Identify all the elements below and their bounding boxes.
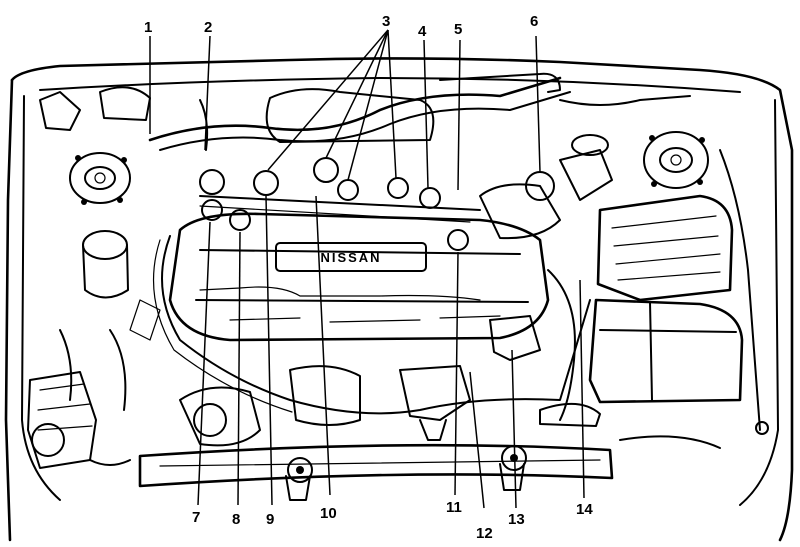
callout-7: 7 <box>192 509 200 526</box>
body-outline <box>4 57 794 542</box>
callout-1: 1 <box>144 19 152 36</box>
brand-label: NISSAN <box>320 250 381 265</box>
wiring-loom <box>152 235 591 421</box>
callout-4: 4 <box>418 23 427 40</box>
callout-13: 13 <box>508 511 525 528</box>
air-box <box>559 134 769 435</box>
callout-6: 6 <box>530 13 538 30</box>
callout-3: 3 <box>382 13 390 30</box>
callout-14: 14 <box>576 501 593 518</box>
valve-cover: NISSAN <box>168 212 550 342</box>
left-components <box>27 86 161 469</box>
callout-8: 8 <box>232 511 240 528</box>
callout-9: 9 <box>266 511 274 528</box>
callout-11: 11 <box>446 499 462 516</box>
ignition-coils <box>199 157 481 251</box>
callout-12: 12 <box>476 525 493 542</box>
left-strut-tower <box>69 152 131 205</box>
callout-2: 2 <box>204 19 212 36</box>
callout-10: 10 <box>320 505 337 522</box>
right-strut-tower <box>643 131 709 189</box>
upper-hoses <box>148 72 691 240</box>
callout-5: 5 <box>454 21 462 38</box>
lower-components <box>89 315 721 501</box>
callouts: 1 2 3 4 5 6 7 8 9 10 11 12 13 14 <box>144 13 593 542</box>
leader-lines <box>149 29 585 509</box>
